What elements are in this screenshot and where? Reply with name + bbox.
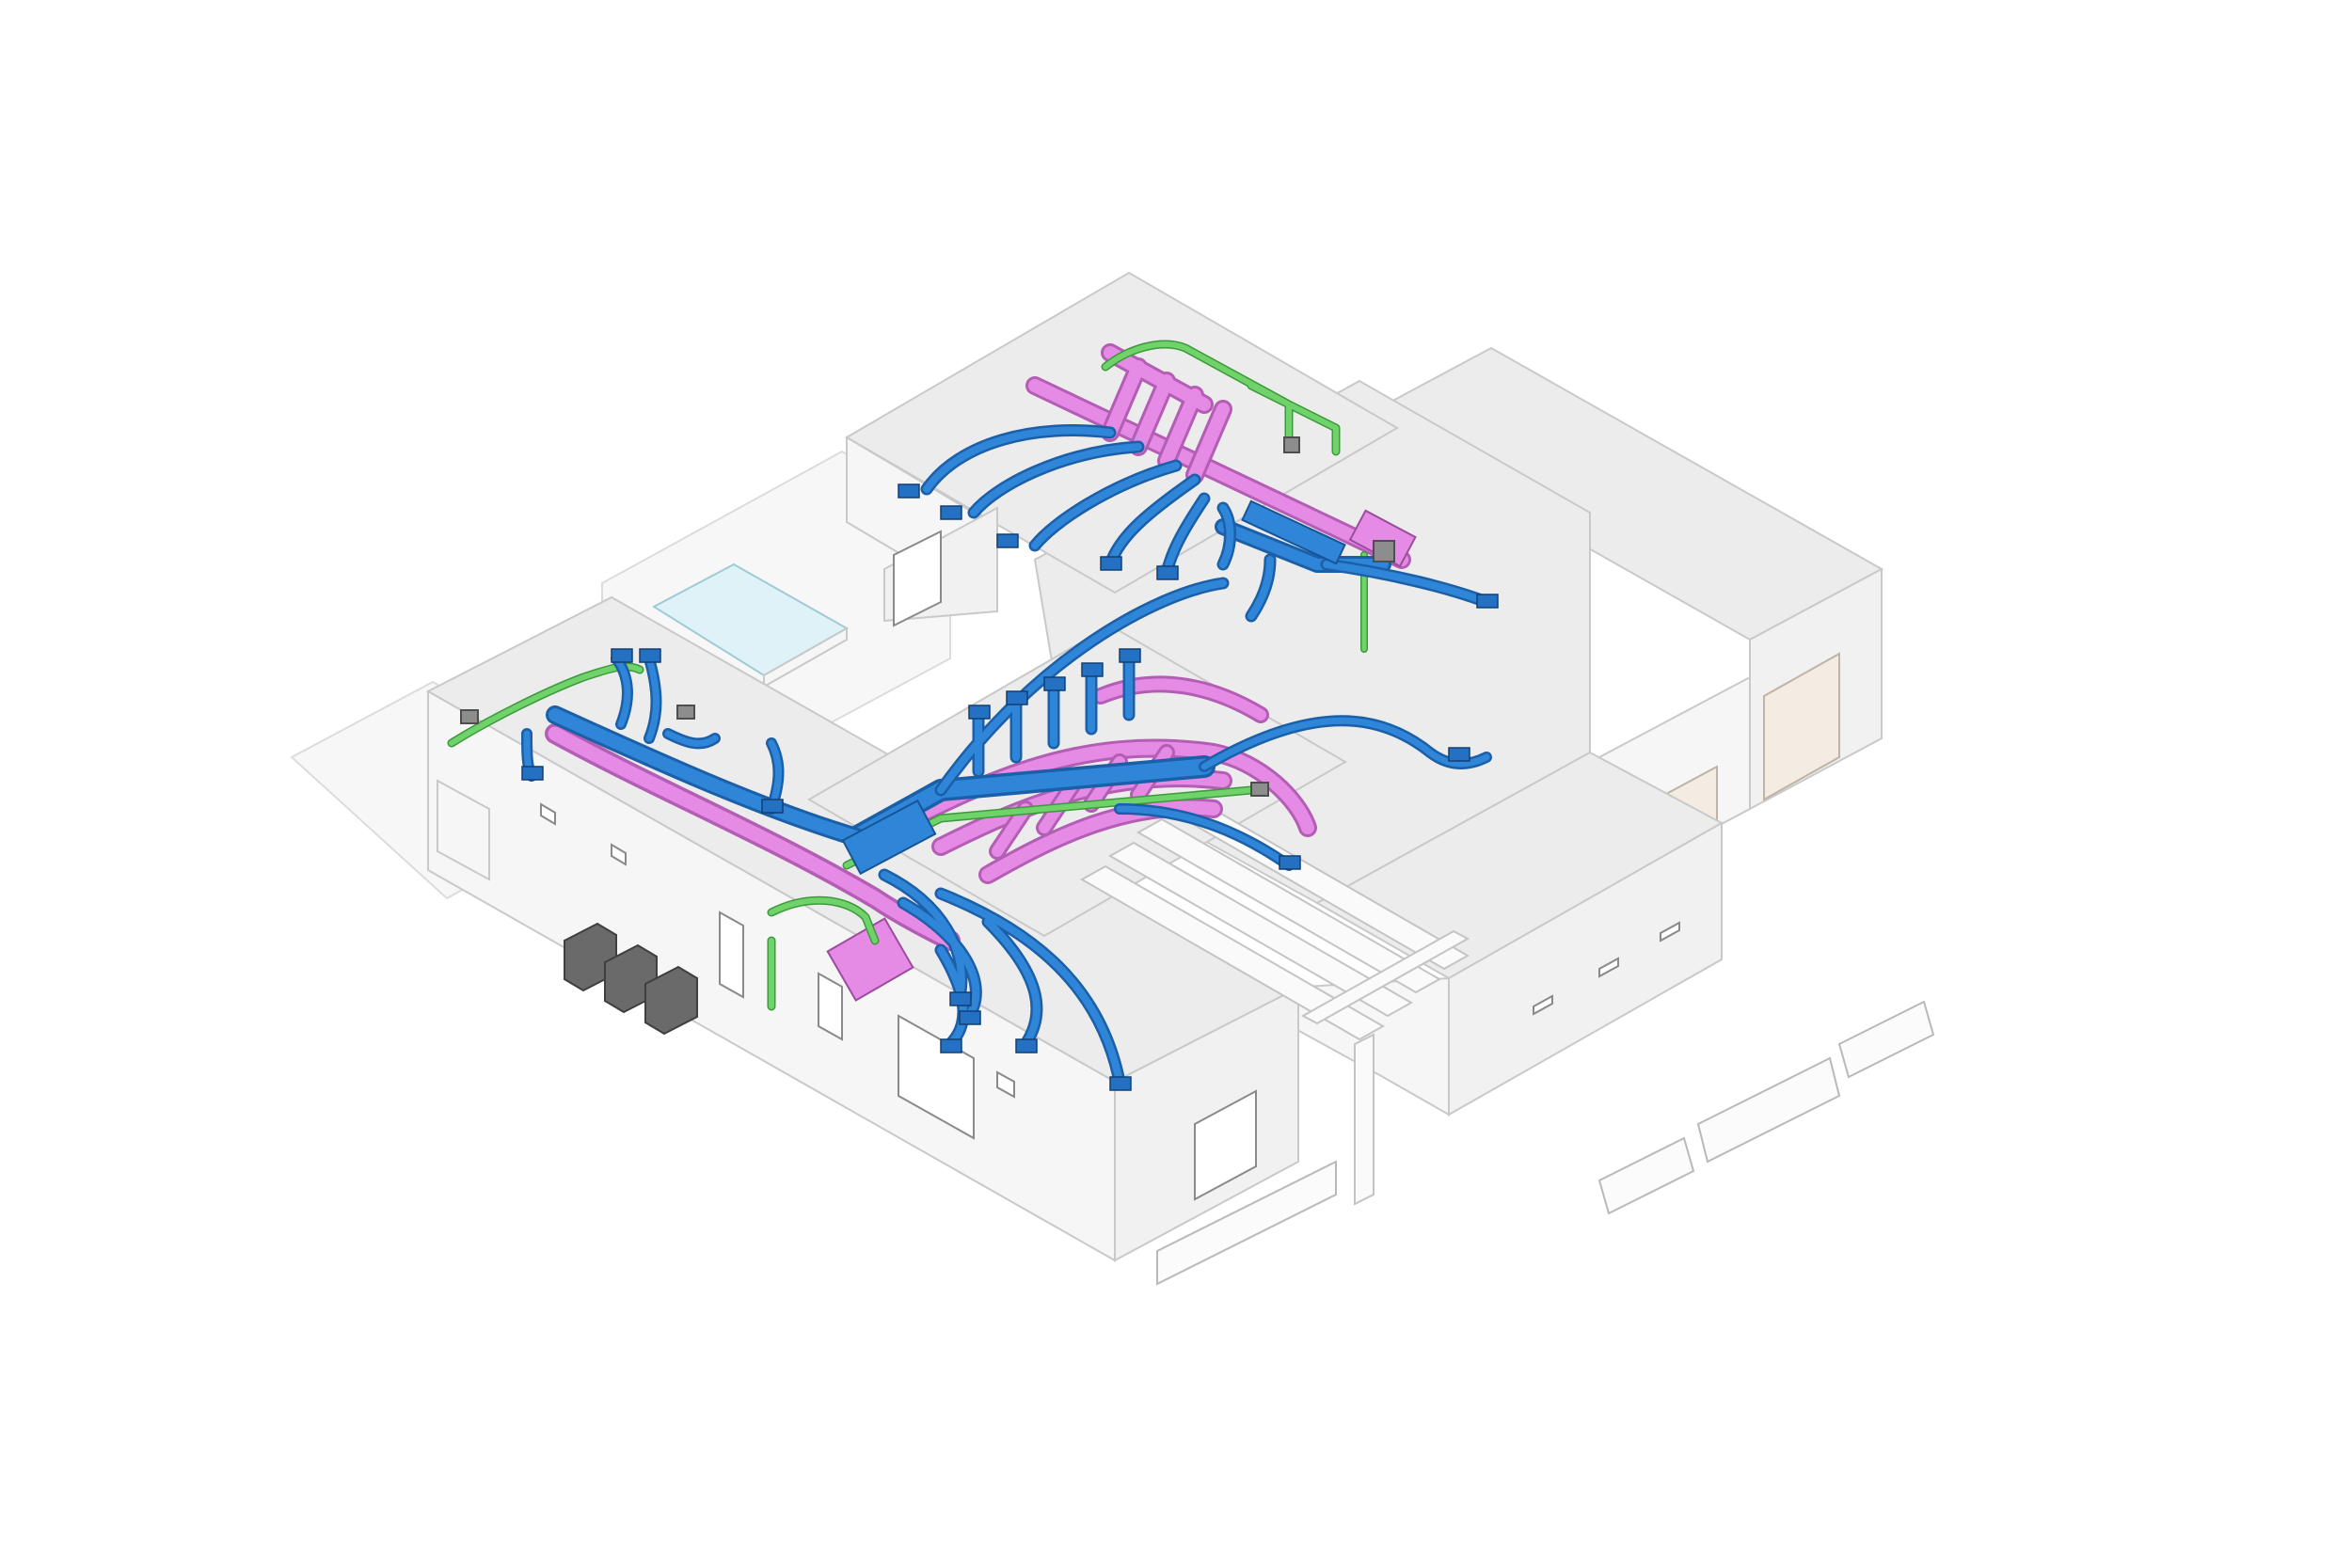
planter-b [1696, 1056, 1841, 1164]
fan-coil-icon [460, 709, 479, 724]
garage-door-1 [1763, 652, 1840, 801]
supply-register-icon [1476, 594, 1499, 609]
central-window-3 [1660, 921, 1680, 942]
supply-register-icon [996, 533, 1019, 548]
fan-coil-icon [676, 705, 695, 720]
fan-coil-icon [1250, 782, 1269, 797]
supply-register-icon [1015, 1038, 1038, 1053]
central-window-1 [1533, 994, 1553, 1016]
west-window-1 [540, 802, 556, 826]
end-wall-french-door [1194, 1089, 1257, 1201]
air-handler-icon [841, 799, 937, 876]
supply-register-icon [761, 799, 784, 814]
supply-trunk-north [1241, 499, 1346, 565]
supply-register-icon [1156, 565, 1179, 580]
west-window-3 [818, 972, 843, 1041]
north-sliding-door [893, 530, 942, 627]
supply-register-icon [949, 991, 972, 1006]
condenser-unit-icon [644, 965, 698, 1036]
return-plenum-main [826, 917, 914, 1002]
refrigerant-lines [447, 340, 1368, 1011]
supply-duct-system [521, 424, 1493, 1088]
supply-registers [521, 483, 1499, 1091]
supply-register-icon [1119, 648, 1141, 663]
supply-register-icon [1279, 855, 1301, 870]
supply-register-icon [1006, 690, 1028, 705]
fan-coil-icon [1283, 436, 1300, 453]
supply-register-icon [1100, 556, 1122, 571]
central-window-2 [1598, 957, 1619, 978]
west-window-2 [611, 843, 627, 866]
condenser-units [564, 922, 698, 1036]
supply-register-icon [639, 648, 661, 663]
supply-register-icon [940, 1038, 962, 1053]
fan-coil-icon [1373, 540, 1395, 562]
west-door-narrow [719, 911, 744, 999]
west-window-4 [996, 1070, 1015, 1099]
supply-register-icon [1448, 747, 1470, 762]
supply-register-icon [521, 766, 544, 781]
supply-register-icon [968, 705, 991, 720]
supply-register-icon [898, 483, 920, 499]
planter-a [1597, 1136, 1695, 1215]
supply-register-icon [940, 505, 962, 520]
west-wing-entry [437, 779, 490, 881]
supply-register-icon [611, 648, 633, 663]
supply-register-icon [1081, 662, 1104, 677]
planter-front [1156, 1160, 1337, 1286]
supply-register-icon [959, 1010, 981, 1025]
supply-register-icon [1043, 676, 1066, 691]
planter-c [1837, 1000, 1935, 1079]
supply-register-icon [1109, 1076, 1132, 1091]
